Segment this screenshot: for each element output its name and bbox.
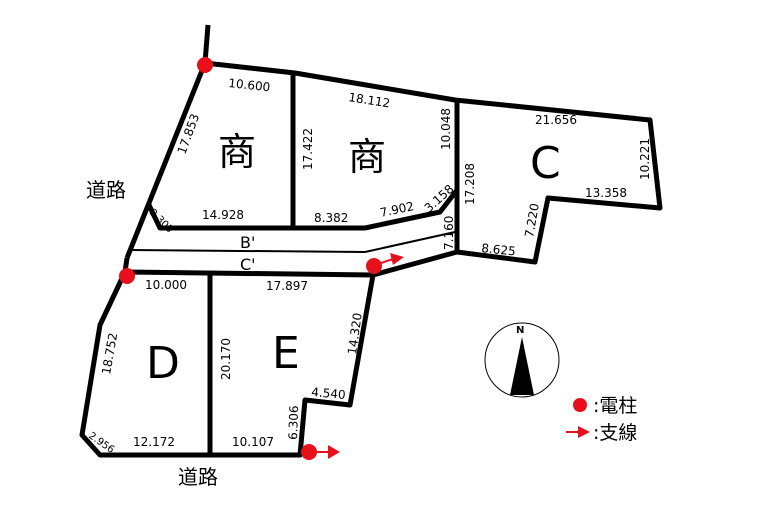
dim-label: 17.208	[463, 163, 477, 205]
dim-label: 10.600	[228, 76, 271, 94]
road-label-left: 道路	[86, 178, 126, 202]
c-prime-bottom	[124, 269, 374, 278]
dim-label: 10.107	[232, 435, 274, 449]
utility-pole-with-guy-wire-icon	[366, 253, 404, 274]
dim-label: 7.220	[522, 202, 542, 238]
utility-pole-icon	[197, 57, 213, 73]
dim-label: 12.172	[133, 435, 175, 449]
dim-label: 17.422	[301, 128, 315, 170]
lot-label-shou-left: 商	[218, 130, 256, 174]
upper-lots-outline	[204, 60, 663, 265]
dim-label: 7.160	[442, 216, 456, 250]
lot-label-shou-right: 商	[348, 135, 386, 179]
legend-guy-wire-label: :支線	[593, 422, 637, 444]
dim-label: 10.000	[145, 278, 187, 292]
dimension-labels: 10.600 18.112 17.853 17.422 10.048 2.305…	[86, 76, 652, 456]
road-label-b-prime: B'	[240, 233, 255, 252]
lot-label-d: D	[146, 338, 180, 389]
dim-label: 2.305	[147, 207, 175, 235]
road-label-c-prime: C'	[240, 255, 256, 274]
shou-bottom-edge	[145, 188, 459, 231]
utility-pole-icon	[119, 268, 135, 284]
dim-label: 8.625	[481, 241, 517, 259]
boundary-lines	[79, 24, 663, 458]
b-prime-c-prime-divider	[129, 231, 456, 254]
dim-label: 20.170	[219, 338, 233, 380]
dim-label: 18.752	[99, 332, 120, 376]
lot-label-e: E	[272, 328, 300, 379]
dim-label: 6.306	[286, 405, 301, 440]
lot-label-c: C	[530, 138, 561, 189]
dim-label: 21.656	[535, 113, 577, 127]
dim-label: 10.221	[638, 138, 652, 180]
lower-lots-outline	[79, 249, 458, 458]
legend-pole-icon	[573, 398, 587, 412]
dim-label: 7.902	[379, 199, 416, 220]
north-compass-icon: N	[484, 322, 560, 398]
legend-guy-wire-icon	[566, 426, 590, 438]
dim-label: 14.320	[345, 312, 365, 356]
utility-pole-with-guy-wire-icon	[301, 444, 340, 460]
dim-label: 8.382	[314, 211, 348, 225]
compass-north-label: N	[516, 325, 524, 336]
dim-label: 10.048	[439, 108, 453, 150]
road-label-bottom: 道路	[178, 465, 218, 489]
dim-label: 14.928	[202, 208, 244, 222]
dim-label: 13.358	[585, 186, 627, 200]
dim-label: 4.540	[311, 385, 346, 402]
legend-pole-label: :電柱	[593, 395, 637, 417]
dim-label: 18.112	[348, 90, 392, 110]
dim-label: 17.897	[266, 279, 308, 293]
legend: :電柱 :支線	[566, 395, 637, 444]
